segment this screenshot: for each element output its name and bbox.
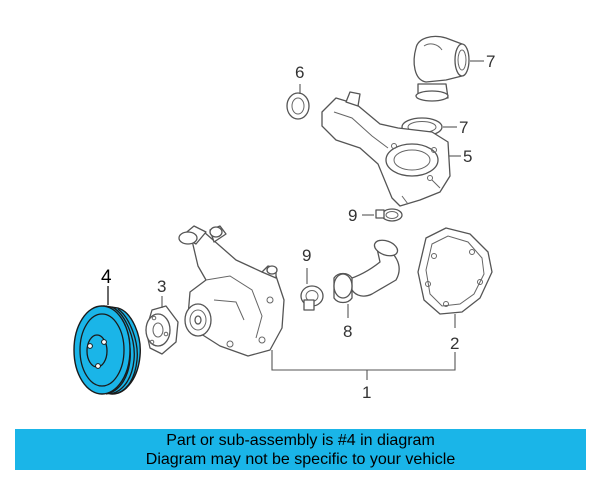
- callout-3: 3: [157, 277, 166, 296]
- water-pump-gasket[interactable]: [417, 227, 493, 315]
- water-pump-assembly[interactable]: [178, 225, 285, 357]
- hose-clamp-upper[interactable]: [375, 208, 403, 222]
- thermostat-housing[interactable]: [413, 35, 470, 102]
- callout-2: 2: [450, 334, 459, 353]
- hose-clamp-lower[interactable]: [300, 285, 324, 311]
- callout-4: 4: [101, 267, 112, 288]
- cap-6[interactable]: [286, 92, 310, 120]
- callout-7-upper: 7: [486, 52, 495, 71]
- banner-line-1: Part or sub-assembly is #4 in diagram: [166, 432, 435, 449]
- water-outlet-housing[interactable]: [321, 91, 451, 207]
- callout-6: 6: [295, 63, 304, 82]
- parts-diagram: 7 7 6 5 9 8: [73, 35, 495, 402]
- water-pump-pulley[interactable]: [73, 305, 141, 395]
- callout-9-upper: 9: [348, 206, 357, 225]
- banner-line-2: Diagram may not be specific to your vehi…: [145, 451, 456, 468]
- callout-5: 5: [463, 147, 472, 166]
- callout-8: 8: [343, 322, 352, 341]
- callout-1: 1: [362, 383, 371, 402]
- coolant-hose[interactable]: [333, 237, 400, 304]
- callout-9-lower: 9: [302, 246, 311, 265]
- callout-7-lower: 7: [459, 118, 468, 137]
- info-banner: Part or sub-assembly is #4 in diagram Di…: [15, 429, 586, 470]
- pump-hub[interactable]: [145, 305, 179, 355]
